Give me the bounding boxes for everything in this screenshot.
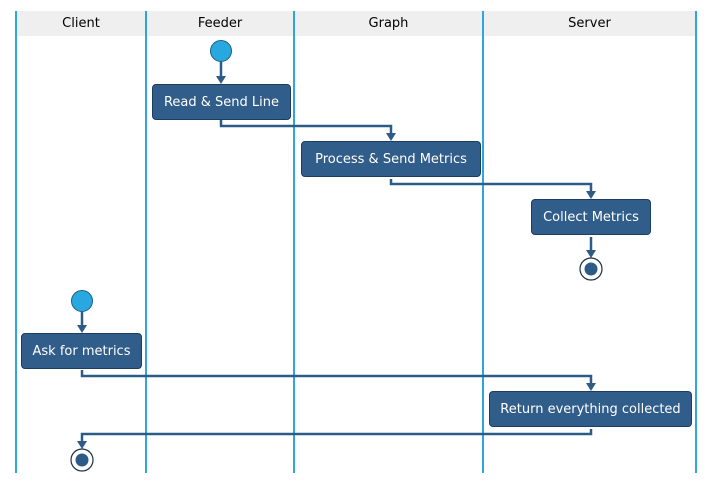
- arrowhead-client-end: [77, 441, 87, 449]
- end-node-client: [70, 448, 94, 472]
- lane-divider-client-feeder: [145, 11, 147, 473]
- arrow-read-to-process: [219, 120, 393, 137]
- arrow-return-to-client-end: [80, 429, 593, 445]
- lane-header-server: Server: [484, 11, 695, 36]
- lane-divider-right: [695, 11, 697, 473]
- activity-process-send-metrics: Process & Send Metrics: [301, 141, 481, 177]
- lane-header-client: Client: [17, 11, 145, 36]
- arrowhead-return: [586, 383, 596, 391]
- start-node-client: [71, 290, 93, 312]
- arrowhead-process: [386, 133, 396, 141]
- activity-return-everything-collected: Return everything collected: [489, 391, 692, 427]
- activity-read-send-line: Read & Send Line: [152, 84, 291, 120]
- arrowhead-server-end: [586, 250, 596, 258]
- arrow-process-to-collect: [389, 179, 593, 195]
- lane-divider-feeder-graph: [293, 11, 295, 473]
- end-node-server: [579, 257, 603, 281]
- lane-divider-left: [15, 11, 17, 473]
- arrow-ask-to-return: [80, 370, 593, 387]
- arrowhead-ask: [77, 325, 87, 333]
- lane-divider-graph-server: [482, 11, 484, 473]
- lane-header-graph: Graph: [295, 11, 482, 36]
- arrowhead-collect: [586, 191, 596, 199]
- activity-ask-for-metrics: Ask for metrics: [21, 333, 142, 369]
- activity-collect-metrics: Collect Metrics: [531, 199, 651, 235]
- lane-header-feeder: Feeder: [147, 11, 293, 36]
- arrowhead-read: [216, 76, 226, 84]
- start-node-feeder: [210, 40, 232, 62]
